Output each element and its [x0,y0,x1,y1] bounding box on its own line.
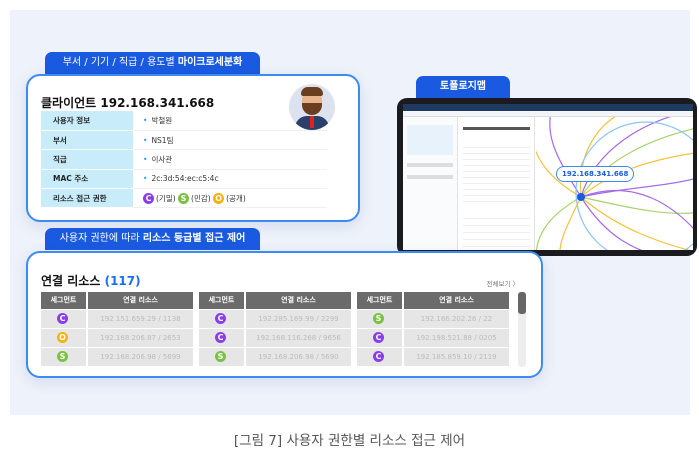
segment-badge: S [373,313,384,324]
resource-address: 192.198.521.88 / 0205 [403,327,511,347]
resource-address: 192.168.206.98 / 5690 [245,346,353,366]
segment-header: 세그먼트 [199,292,246,309]
topology-screen: 192.168.341.668 [403,104,693,250]
segment-badge: C [373,351,384,363]
monitor: 192.168.341.668 [397,98,697,256]
table-row[interactable]: S 192.166.202.26 / 22 [357,308,511,328]
table-row[interactable]: C 192.151.659.29 / 1138 [41,308,195,328]
detail-panel [459,117,535,250]
resource-address: 192.166.202.26 / 22 [403,308,511,328]
info-row-rank: 직급•이사관 [41,149,327,170]
table-row[interactable]: S 192.168.206.98 / 5699 [41,346,195,366]
info-row-user: 사용자 정보•박철원 [41,111,327,131]
scrollbar[interactable] [518,292,526,367]
resource-address: 192.168.116.268 / 9656 [245,327,353,347]
topology-graph [536,117,693,250]
info-row-access: 리소스 접근 권한 C(기밀) S(민감) O(공개) [41,188,327,209]
segment-header: 세그먼트 [357,292,404,309]
resources-title: 연결 리소스 [41,274,101,288]
resource-header: 연결 리소스 [87,292,195,309]
table-row[interactable]: S 192.168.206.98 / 5690 [199,346,353,366]
client-title: 클라이언트 192.168.341.668 [41,96,215,110]
segment-badge: C [215,313,226,324]
segment-badge: C [57,313,68,324]
segment-badge: C [373,332,384,343]
resources-count: (117) [104,274,141,288]
table-row[interactable]: O 192.168.206.87 / 2653 [41,327,195,347]
resource-address: 192.285.169.99 / 2299 [245,308,353,328]
segment-badge: S [215,351,226,363]
resource-address: 192.185.859.10 / 2119 [403,346,511,366]
grade-s-badge: S [178,193,190,204]
grade-o-badge: O [213,193,225,204]
segment-badge: C [215,332,226,343]
view-all-link[interactable]: 전체보기 〉 [486,280,520,288]
resource-address: 192.168.206.98 / 5699 [87,346,195,366]
topology-tag: 토폴로지맵 [416,76,510,98]
segment-badge: S [57,351,68,363]
filter-panel [403,117,458,250]
access-control-tag: 사용자 권한에 따라 리소스 등급별 접근 제어 [45,228,260,250]
table-row[interactable]: C 192.285.169.99 / 2299 [199,308,353,328]
client-info-card: 클라이언트 192.168.341.668 사용자 정보•박철원 부서•NS1팀… [26,74,360,222]
info-row-dept: 부서•NS1팀 [41,130,327,151]
segment-badge: O [57,332,68,343]
info-row-mac: MAC 주소•2c:3d:54:ec:c5:4c [41,169,327,190]
client-info-table: 사용자 정보•박철원 부서•NS1팀 직급•이사관 MAC 주소•2c:3d:5… [41,111,327,209]
resource-header: 연결 리소스 [245,292,353,309]
segment-header: 세그먼트 [41,292,88,309]
table-row[interactable]: C 192.185.859.10 / 2119 [357,346,511,366]
resource-header: 연결 리소스 [403,292,511,309]
figure-caption: [그림 7] 사용자 권한별 리소스 접근 제어 [233,433,466,449]
resource-address: 192.168.206.87 / 2653 [87,327,195,347]
table-row[interactable]: C 192.198.521.88 / 0205 [357,327,511,347]
node-ip-label[interactable]: 192.168.341.668 [556,166,635,182]
resource-address: 192.151.659.29 / 1138 [87,308,195,328]
micro-segmentation-tag: 부서 / 기기 / 직급 / 용도별 마이크로세분화 [45,52,260,74]
table-row[interactable]: C 192.168.116.268 / 9656 [199,327,353,347]
grade-c-badge: C [143,193,154,204]
